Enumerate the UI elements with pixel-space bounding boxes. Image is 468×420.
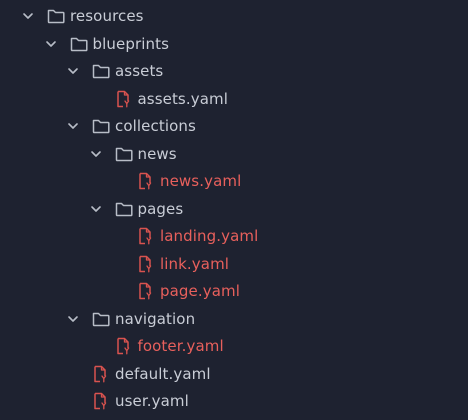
folder-icon bbox=[69, 35, 89, 53]
chevron-down-icon[interactable] bbox=[44, 37, 58, 51]
file-label: footer.yaml bbox=[137, 337, 224, 355]
folder-label: assets bbox=[115, 62, 164, 80]
folder-icon bbox=[91, 117, 111, 135]
chevron-down-icon[interactable] bbox=[89, 202, 103, 216]
yaml-file-icon bbox=[91, 392, 111, 410]
tree-file-row[interactable]: landing.yaml bbox=[0, 223, 468, 249]
tree-file-row[interactable]: link.yaml bbox=[0, 251, 468, 277]
tree-file-row[interactable]: user.yaml bbox=[0, 388, 468, 414]
tree-folder-row[interactable]: assets bbox=[0, 58, 468, 84]
yaml-file-icon bbox=[136, 255, 156, 273]
chevron-down-icon[interactable] bbox=[66, 64, 80, 78]
tree-file-row[interactable]: news.yaml bbox=[0, 168, 468, 194]
yaml-file-icon bbox=[136, 282, 156, 300]
yaml-file-icon bbox=[114, 90, 134, 108]
chevron-down-icon[interactable] bbox=[66, 119, 80, 133]
file-label: assets.yaml bbox=[137, 89, 228, 108]
yaml-file-icon bbox=[91, 365, 111, 383]
folder-icon bbox=[114, 200, 134, 218]
folder-label: blueprints bbox=[92, 34, 169, 53]
tree-folder-row[interactable]: blueprints bbox=[0, 31, 468, 57]
file-label: news.yaml bbox=[160, 172, 242, 190]
tree-folder-row[interactable]: resources bbox=[0, 3, 468, 29]
file-label: user.yaml bbox=[115, 392, 189, 410]
folder-icon bbox=[91, 310, 111, 328]
yaml-file-icon bbox=[114, 337, 134, 355]
tree-file-row[interactable]: default.yaml bbox=[0, 361, 468, 387]
file-label: default.yaml bbox=[115, 364, 211, 383]
folder-label: pages bbox=[137, 199, 184, 218]
chevron-down-icon[interactable] bbox=[89, 147, 103, 161]
folder-icon bbox=[91, 62, 111, 80]
chevron-down-icon[interactable] bbox=[66, 312, 80, 326]
tree-folder-row[interactable]: navigation bbox=[0, 306, 468, 332]
folder-label: resources bbox=[70, 7, 144, 25]
folder-icon bbox=[46, 7, 66, 25]
tree-folder-row[interactable]: pages bbox=[0, 196, 468, 222]
tree-file-row[interactable]: footer.yaml bbox=[0, 333, 468, 359]
folder-label: collections bbox=[115, 117, 196, 135]
tree-file-row[interactable]: assets.yaml bbox=[0, 86, 468, 112]
yaml-file-icon bbox=[136, 227, 156, 245]
tree-folder-row[interactable]: collections bbox=[0, 113, 468, 139]
file-label: landing.yaml bbox=[160, 227, 259, 245]
chevron-down-icon[interactable] bbox=[21, 9, 35, 23]
file-label: page.yaml bbox=[160, 282, 240, 300]
folder-icon bbox=[114, 145, 134, 163]
file-label: link.yaml bbox=[160, 254, 230, 273]
tree-folder-row[interactable]: news bbox=[0, 141, 468, 167]
tree-file-row[interactable]: page.yaml bbox=[0, 278, 468, 304]
folder-label: news bbox=[137, 144, 177, 163]
yaml-file-icon bbox=[136, 172, 156, 190]
folder-label: navigation bbox=[115, 309, 196, 328]
